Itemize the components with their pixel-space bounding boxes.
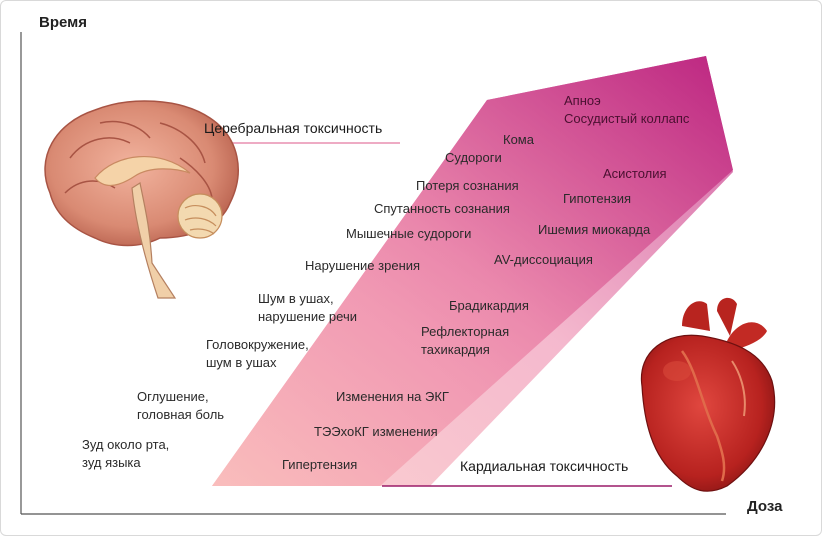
y-axis-label: Время [39,14,87,31]
cardiac-symptom: Рефлекторная тахикардия [421,324,510,357]
cardiac-toxicity-title: Кардиальная токсичность [460,458,629,474]
cerebral-symptom: Потеря сознания [416,178,519,193]
heart-icon [640,297,776,492]
brain-icon [44,100,239,299]
cerebral-symptom: Кома [503,132,534,147]
cerebral-symptom: Шум в ушах, нарушение речи [258,291,357,324]
cerebral-symptom: Оглушение, головная боль [137,389,225,422]
cardiac-symptom: Асистолия [603,166,667,181]
cardiac-toxicity-band [212,56,733,486]
cardiac-symptom: ТЭЭхоКГ изменения [314,424,438,439]
cardiac-symptom: Ишемия миокарда [538,222,651,237]
x-axis-label: Доза [747,498,783,515]
cerebral-symptom: Нарушение зрения [305,258,421,273]
cerebral-symptom: Апноэ Сосудистый коллапс [564,93,690,126]
cerebral-toxicity-title: Церебральная токсичность [204,120,383,136]
cerebral-symptom: Головокружение, шум в ушах [206,337,309,370]
cerebral-symptom: Мышечные судороги [346,226,472,241]
cerebral-symptom: Спутанность сознания [374,201,510,216]
cardiac-symptom: AV-диссоциация [494,252,593,267]
cerebral-symptom: Зуд около рта, зуд языка [82,437,170,470]
cardiac-symptom: Гипотензия [563,191,632,206]
cardiac-symptom: Изменения на ЭКГ [336,389,449,404]
cardiac-symptom: Гипертензия [282,457,358,472]
cerebral-symptom: Судороги [445,150,502,165]
cardiac-symptom: Брадикардия [449,298,529,313]
